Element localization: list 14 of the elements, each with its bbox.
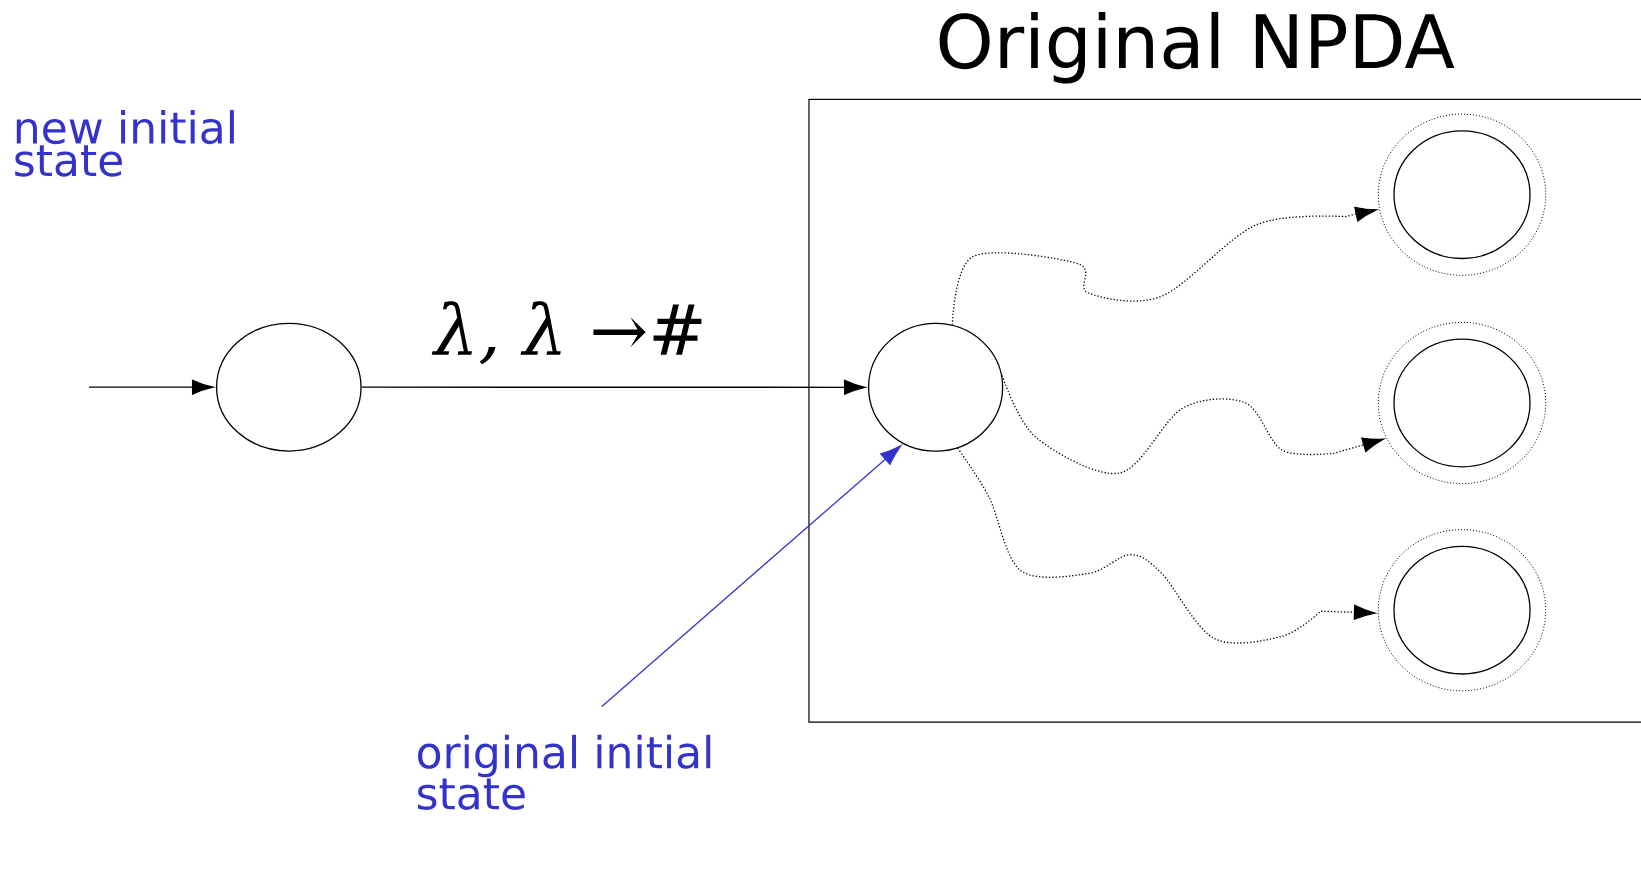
transition-path	[1001, 374, 1384, 475]
transition-path	[957, 447, 1376, 644]
final-state-circle	[1377, 321, 1547, 485]
arrow	[88, 379, 214, 395]
final-state-circle	[1377, 529, 1547, 692]
transition-path	[951, 206, 1377, 326]
final-state-circle	[1377, 113, 1547, 276]
callout-text: original initial state	[418, 734, 711, 810]
state-label: new initial state	[15, 110, 234, 177]
state-circle	[867, 322, 1004, 452]
arrow	[361, 379, 866, 395]
edge-label: λ, λ →#	[431, 299, 709, 367]
leader-line	[601, 445, 902, 708]
title: Original NPDA	[939, 11, 1455, 84]
